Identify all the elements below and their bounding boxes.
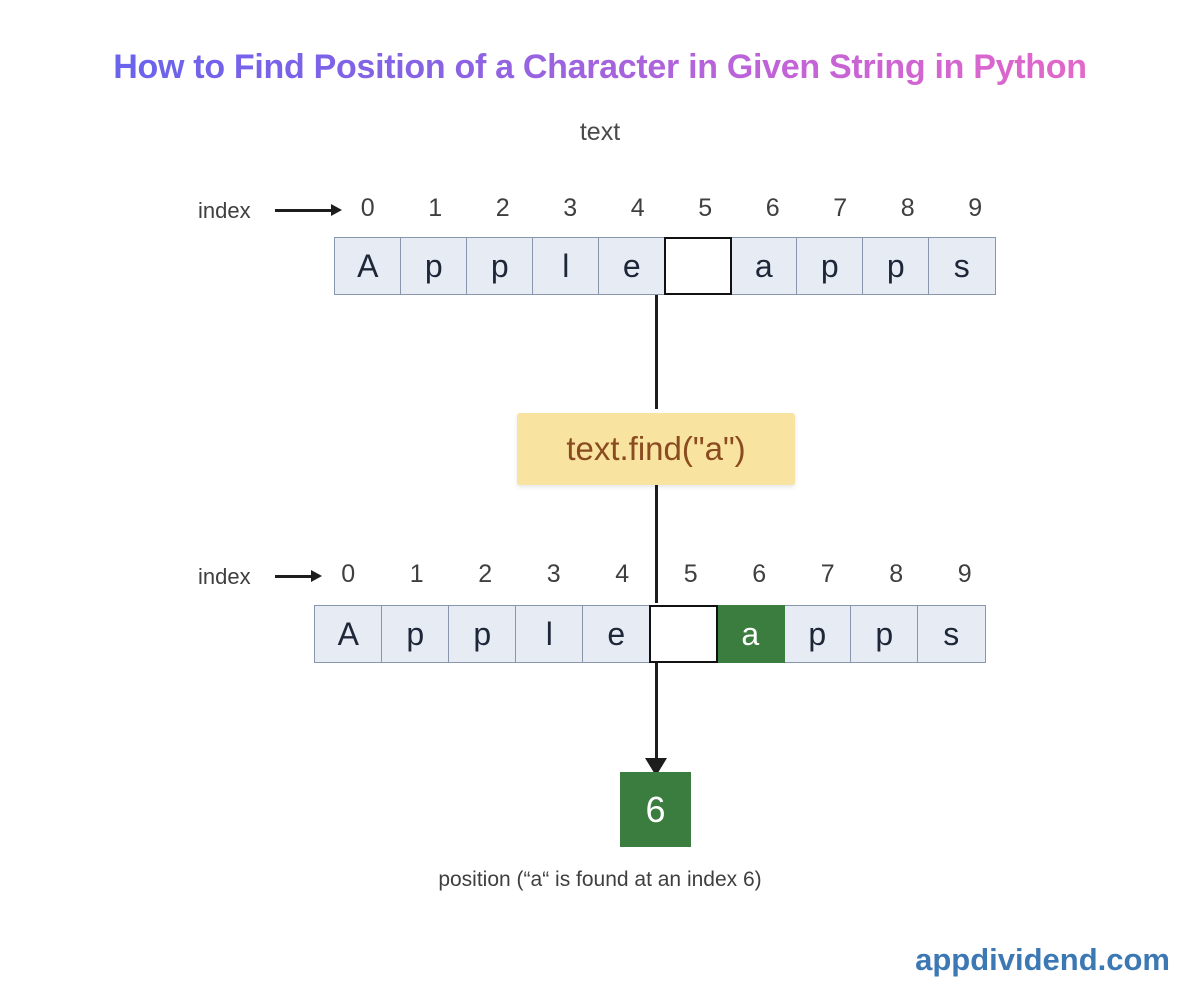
index-numbers-bottom: 0 1 2 3 4 5 6 7 8 9 [314, 562, 999, 587]
char-cell-before-8: p [862, 237, 930, 295]
result-caption: position (“a“ is found at an index 6) [438, 868, 762, 891]
variable-name-label: text [579, 118, 621, 146]
char-cell-before-6: a [730, 237, 798, 295]
page-title: How to Find Position of a Character in G… [0, 48, 1200, 87]
char-cell-after-1: p [381, 605, 450, 663]
index-number-top-1: 1 [428, 194, 443, 222]
index-number-top-4: 4 [630, 194, 645, 222]
char-cell-before-0: A [334, 237, 402, 295]
char-cell-before-5 [664, 237, 732, 295]
index-number-top-9: 9 [968, 194, 983, 222]
index-number-bottom-4: 4 [615, 560, 630, 588]
right-arrow-icon-top [275, 204, 342, 216]
index-number-bottom-1: 1 [409, 560, 424, 588]
char-cell-before-3: l [532, 237, 600, 295]
index-number-top-2: 2 [495, 194, 510, 222]
char-cell-after-3: l [515, 605, 584, 663]
index-label-bottom: index [198, 564, 251, 589]
char-cell-after-6: a [716, 605, 785, 663]
connector-line-bottom [655, 663, 658, 763]
char-cell-before-1: p [400, 237, 468, 295]
arrow-head [331, 204, 342, 216]
arrow-head [311, 570, 322, 582]
index-number-bottom-5: 5 [683, 560, 698, 588]
connector-line-top [655, 295, 658, 409]
char-cell-before-4: e [598, 237, 666, 295]
char-cell-before-7: p [796, 237, 864, 295]
index-number-top-6: 6 [765, 194, 780, 222]
index-label-top: index [198, 198, 251, 223]
char-cell-after-4: e [582, 605, 651, 663]
char-cell-before-9: s [928, 237, 996, 295]
index-numbers-top: 0 1 2 3 4 5 6 7 8 9 [334, 196, 1009, 221]
site-watermark: appdividend.com [915, 942, 1170, 977]
down-arrow-icon [645, 758, 667, 776]
index-number-bottom-9: 9 [957, 560, 972, 588]
index-number-top-7: 7 [833, 194, 848, 222]
index-number-top-3: 3 [563, 194, 578, 222]
result-value-box: 6 [620, 772, 691, 847]
connector-line-middle [655, 485, 658, 603]
arrow-shaft [275, 575, 313, 578]
char-cell-after-9: s [917, 605, 986, 663]
char-cell-after-2: p [448, 605, 517, 663]
char-cell-after-8: p [850, 605, 919, 663]
char-cell-after-0: A [314, 605, 383, 663]
arrow-shaft [275, 209, 333, 212]
right-arrow-icon-bottom [275, 570, 322, 582]
index-number-top-0: 0 [360, 194, 375, 222]
index-number-bottom-8: 8 [889, 560, 904, 588]
index-number-bottom-0: 0 [341, 560, 356, 588]
index-number-top-5: 5 [698, 194, 713, 222]
index-number-bottom-6: 6 [752, 560, 767, 588]
index-number-bottom-2: 2 [478, 560, 493, 588]
find-method-callout: text.find("a") [517, 413, 795, 485]
char-cell-after-5 [649, 605, 718, 663]
char-cell-before-2: p [466, 237, 534, 295]
char-cell-after-7: p [783, 605, 852, 663]
index-number-top-8: 8 [900, 194, 915, 222]
index-number-bottom-7: 7 [820, 560, 835, 588]
index-number-bottom-3: 3 [546, 560, 561, 588]
